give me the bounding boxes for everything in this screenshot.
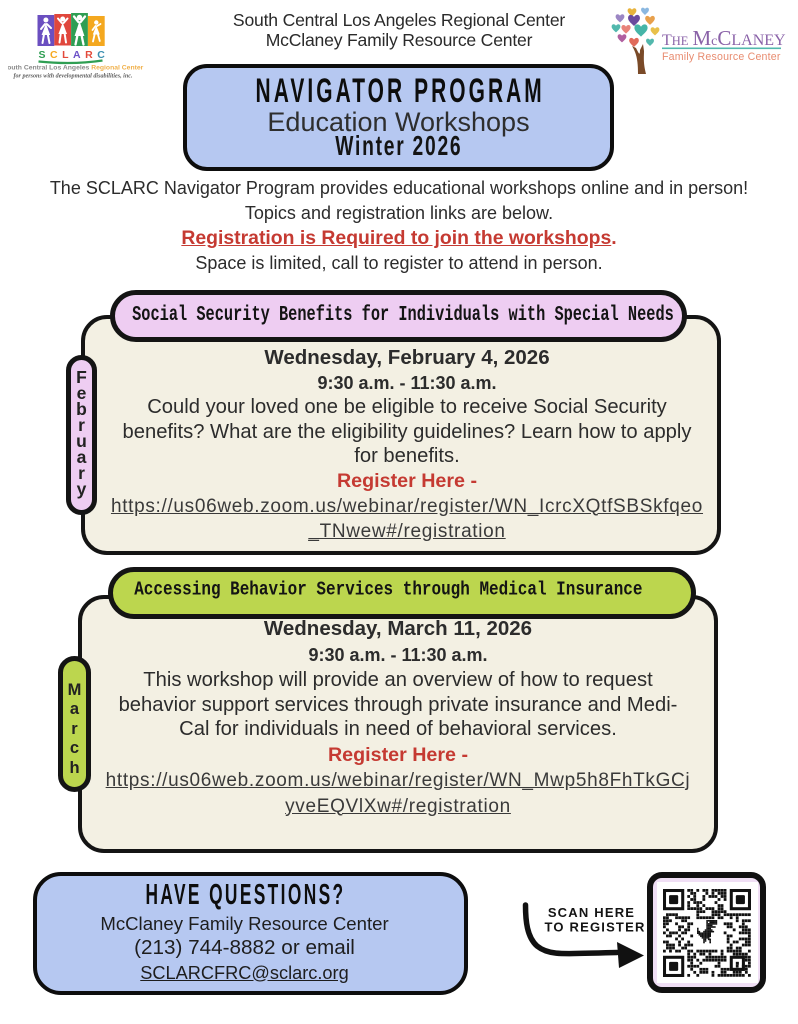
svg-text:SCLARC: SCLARC [39,49,110,61]
svg-text:TO REGISTER: TO REGISTER [544,920,645,935]
svg-text:for persons with developmental: for persons with developmental disabilit… [13,74,132,80]
svg-text:SCAN HERE: SCAN HERE [548,905,635,920]
svg-text:South Central Los Angeles Regi: South Central Los Angeles Regional Cente… [8,65,144,72]
svg-text:Family Resource Center: Family Resource Center [662,51,781,63]
svg-text:THE McCLANEY: THE McCLANEY [662,26,786,50]
